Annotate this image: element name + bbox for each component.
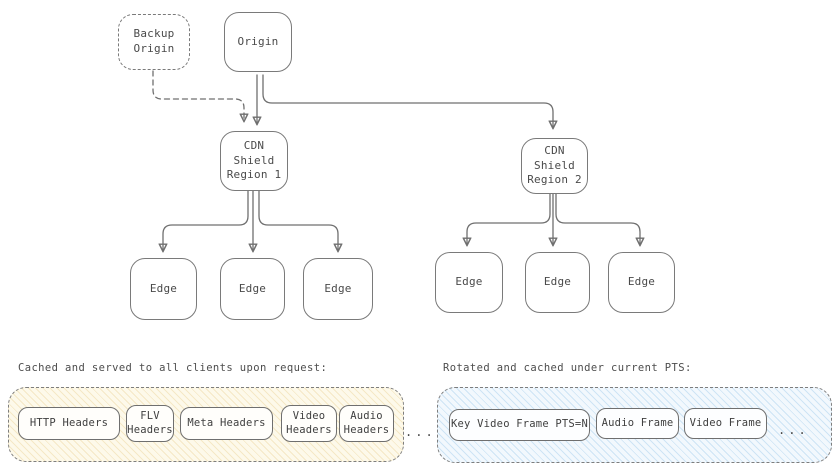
node-origin: Origin [224,12,292,72]
arrow-backup-to-shield1 [152,70,244,121]
cache-item-audio-frame: Audio Frame [596,408,679,439]
cache-item-video-headers: Video Headers [281,405,337,442]
ellipsis-between: ... [405,425,436,439]
node-backup-origin: Backup Origin [118,14,190,70]
cache-left-label: Cached and served to all clients upon re… [18,362,328,374]
cache-item-meta-headers: Meta Headers [180,407,273,440]
arrow-shield1-to-edge1 [163,190,249,251]
node-edge-4: Edge [435,252,503,313]
node-edge-1: Edge [130,258,197,320]
arrow-shield2-to-edge6 [555,193,640,245]
node-edge-5: Edge [525,252,590,313]
arrow-shield2-to-edge4 [467,193,551,245]
cache-item-audio-headers: Audio Headers [339,405,394,442]
arrow-origin-to-shield2 [262,74,553,128]
cache-item-flv-headers: FLV Headers [126,405,174,442]
arrow-shield1-to-edge3 [258,190,338,251]
cache-item-video-frame: Video Frame [684,408,767,439]
node-cdn-shield-region-1: CDN Shield Region 1 [220,131,288,191]
cache-item-key-video-frame: Key Video Frame PTS=N [449,409,590,441]
node-cdn-shield-region-2: CDN Shield Region 2 [521,138,588,194]
cache-item-http-headers: HTTP Headers [18,407,120,440]
node-edge-2: Edge [220,258,285,320]
node-edge-3: Edge [303,258,373,320]
node-edge-6: Edge [608,252,675,313]
ellipsis-inside-right: ... [778,423,809,437]
cache-right-label: Rotated and cached under current PTS: [443,362,692,374]
